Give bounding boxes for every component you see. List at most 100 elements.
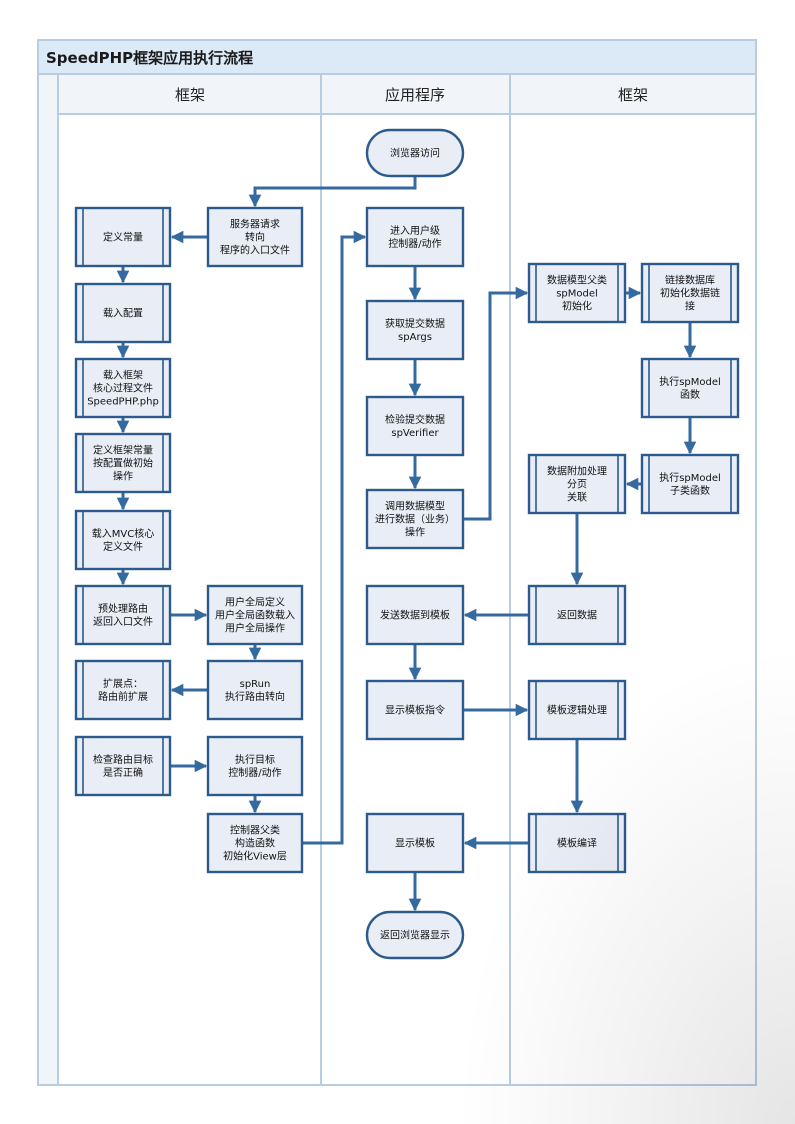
node-label-line: 程序的入口文件 xyxy=(220,244,290,257)
node-label-line: 进行数据（业务） xyxy=(375,513,455,526)
node-label-line: 浏览器访问 xyxy=(390,147,440,160)
node-label-line: 调用数据模型 xyxy=(385,500,445,513)
node-shape xyxy=(640,357,740,419)
node-label-line: 操作 xyxy=(113,470,133,483)
node-shape xyxy=(527,679,627,741)
node-label-line: 执行路由转向 xyxy=(225,690,285,703)
node-label-line: 执行spModel xyxy=(659,471,721,484)
node-shape xyxy=(365,299,465,361)
node-label-line: 用户全局操作 xyxy=(225,622,285,635)
node-shape xyxy=(74,432,172,494)
node-label-line: 初始化数据链 xyxy=(660,287,720,300)
node-shape xyxy=(74,735,172,797)
node-shape xyxy=(365,206,465,268)
node-label-line: 执行spModel xyxy=(659,375,721,388)
node-shape xyxy=(365,128,465,178)
flow-edges xyxy=(116,176,697,912)
node-label-line: 控制器/动作 xyxy=(228,766,281,779)
node-label-line: 分页 xyxy=(567,479,587,491)
node-label-line: 接 xyxy=(685,300,695,313)
node-label-line: 载入MVC核心 xyxy=(92,527,154,540)
node-shape xyxy=(206,735,304,797)
node-label-line: 进入用户级 xyxy=(390,224,440,237)
node-shape xyxy=(527,262,627,324)
node-label-line: 关联 xyxy=(567,491,587,504)
node-label-line: 返回浏览器显示 xyxy=(380,929,450,942)
node-label-line: 载入配置 xyxy=(103,308,143,320)
node-shape xyxy=(206,584,304,646)
node-template-logic: 模板逻辑处理 xyxy=(527,679,627,741)
node-label-line: spRun xyxy=(240,679,271,690)
node-label-line: spVerifier xyxy=(391,428,439,439)
node-extension-point: 扩展点：路由前扩展 xyxy=(74,659,172,721)
node-label-line: 数据附加处理 xyxy=(547,465,607,478)
node-shape xyxy=(365,679,465,741)
node-label-line: 服务器请求 xyxy=(230,218,280,231)
node-shape xyxy=(206,659,304,721)
node-label-line: 操作 xyxy=(405,526,425,539)
node-shape xyxy=(365,812,465,874)
node-label-line: 定义框架常量 xyxy=(93,444,153,457)
node-label-line: 子类函数 xyxy=(670,484,710,497)
node-shape xyxy=(206,812,304,874)
node-shape xyxy=(74,282,172,344)
node-load-config: 载入配置 xyxy=(74,282,172,344)
node-shape xyxy=(365,395,465,457)
lane-header-framework-right: 框架 xyxy=(618,86,648,104)
node-label-line: 扩展点： xyxy=(103,677,143,690)
node-label-line: 路由前扩展 xyxy=(98,690,148,703)
node-shape xyxy=(74,206,172,268)
node-return-data: 返回数据 xyxy=(527,584,627,646)
node-label-line: 定义常量 xyxy=(103,231,143,244)
lane-header-row xyxy=(57,73,757,115)
node-label-line: 函数 xyxy=(680,388,700,401)
node-return-browser: 返回浏览器显示 xyxy=(365,910,465,960)
node-browser-access: 浏览器访问 xyxy=(365,128,465,178)
node-label-line: 初始化View层 xyxy=(223,850,287,863)
title-bar xyxy=(37,39,757,75)
node-shape xyxy=(365,488,465,550)
node-label-line: 链接数据库 xyxy=(665,274,715,287)
flow-arrow-1 xyxy=(248,176,417,208)
flow-arrow-13 xyxy=(302,230,367,845)
node-shape xyxy=(640,453,740,515)
node-label-line: 返回入口文件 xyxy=(93,615,153,628)
node-label-line: SpeedPHP.php xyxy=(87,397,159,408)
node-shape xyxy=(365,584,465,646)
node-template-compile: 模板编译 xyxy=(527,812,627,874)
lane-header-framework-left: 框架 xyxy=(175,86,205,104)
node-label-line: 按配置做初始 xyxy=(93,457,153,470)
node-shape xyxy=(527,453,627,515)
node-send-to-template: 发送数据到模板 xyxy=(365,584,465,646)
node-display-command: 显示模板指令 xyxy=(365,679,465,741)
node-label-line: 发送数据到模板 xyxy=(380,609,450,622)
node-label-line: 检查路由目标 xyxy=(93,753,153,766)
node-label-line: 显示模板指令 xyxy=(385,704,445,717)
node-label-line: 控制器/动作 xyxy=(388,237,441,250)
page-title: SpeedPHP框架应用执行流程 xyxy=(46,49,253,67)
lane-header-application: 应用程序 xyxy=(385,86,445,104)
node-label-line: 获取提交数据 xyxy=(385,317,445,330)
node-label-line: 核心过程文件 xyxy=(93,382,153,395)
node-shape xyxy=(74,357,172,419)
node-label-line: 模板编译 xyxy=(557,837,597,850)
node-define-constants: 定义常量 xyxy=(74,206,172,268)
node-label-line: 执行目标 xyxy=(235,753,275,766)
node-label-line: 是否正确 xyxy=(103,766,143,779)
